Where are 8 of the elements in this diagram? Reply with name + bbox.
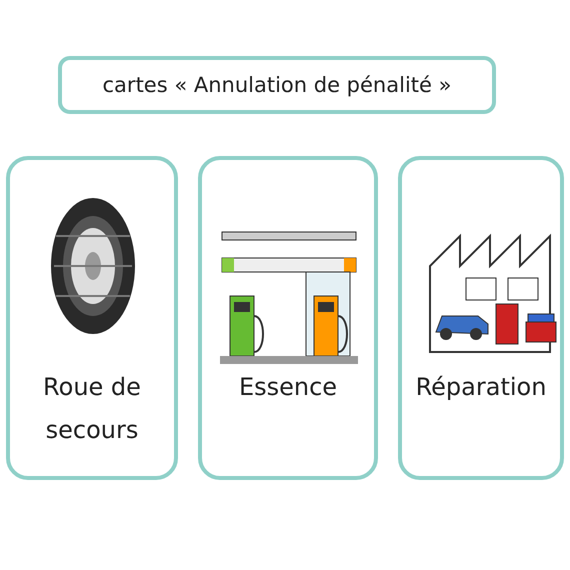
card: [6, 156, 178, 480]
title-text: cartes « Annulation de pénalité »: [102, 73, 452, 97]
card-label: Essence: [238, 372, 338, 403]
card-label: Réparation: [414, 372, 548, 403]
title-card: [58, 56, 496, 114]
card-label: Roue de secours: [42, 372, 142, 446]
card: [398, 156, 564, 480]
card: [198, 156, 378, 480]
